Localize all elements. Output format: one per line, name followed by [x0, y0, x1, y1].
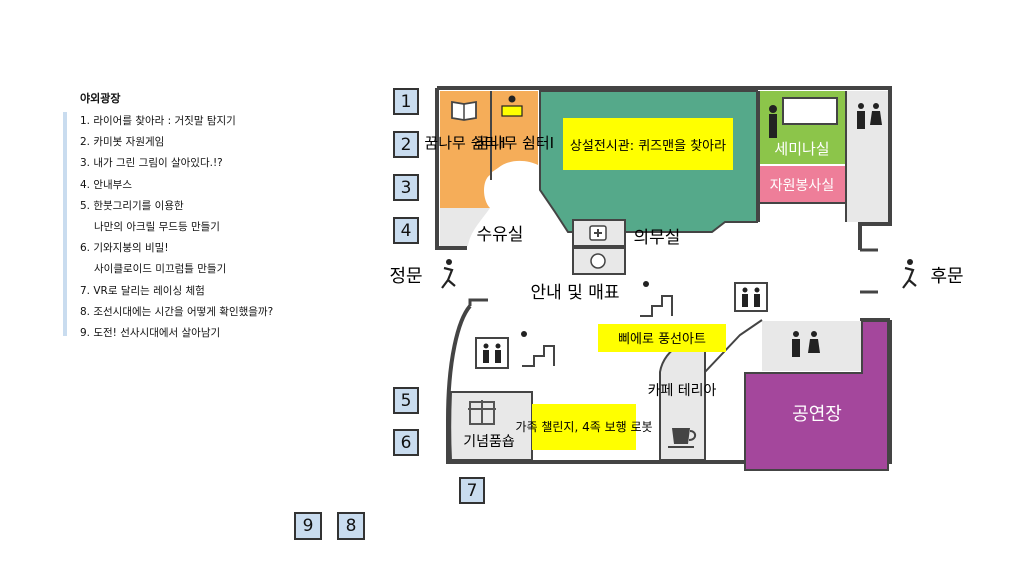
marker-1[interactable]: 1	[393, 88, 419, 115]
book-icon	[451, 100, 477, 121]
marker-3[interactable]: 3	[393, 174, 419, 201]
room-volunteer[interactable]	[760, 166, 845, 202]
legend-item: 4. 안내부스	[80, 178, 132, 191]
reading-person-icon	[501, 95, 523, 117]
label-exhibit: 상설전시관: 퀴즈맨을 찾아라	[570, 139, 726, 154]
presenter-icon	[769, 97, 838, 138]
marker-7[interactable]: 7	[459, 477, 485, 504]
stairs-icon	[640, 281, 673, 317]
label-giftshop: 기념품숍	[463, 434, 515, 450]
room-dream2[interactable]	[440, 91, 490, 208]
marker-6[interactable]: 6	[393, 429, 419, 456]
marker-4[interactable]: 4	[393, 217, 419, 244]
legend-bar	[63, 112, 67, 336]
elevator-icon	[475, 337, 509, 369]
legend-item: 6. 기와지붕의 비밀!	[80, 242, 169, 255]
coffee-cup-icon	[668, 428, 697, 448]
exit-runner-icon	[441, 259, 456, 289]
label-cafe: 카페 테리아	[648, 383, 717, 399]
upper-building	[435, 86, 892, 250]
legend-title: 야외광장	[80, 92, 121, 105]
restroom-icon	[792, 331, 820, 357]
medical-kit-icon	[572, 219, 626, 247]
room-theater[interactable]	[744, 320, 889, 471]
elevator-icon	[734, 282, 768, 312]
marker-9[interactable]: 9	[294, 512, 322, 540]
stairs-icon	[521, 331, 555, 367]
label-front-gate: 정문	[389, 266, 422, 287]
label-dream2: 꿈나무 쉼터Ⅱ	[424, 134, 505, 152]
marker-8[interactable]: 8	[337, 512, 365, 540]
legend-list: 1. 라이어를 찾아라 : 거짓말 탐지기 2. 카미봇 자원게임 3. 내가 …	[80, 111, 273, 344]
legend-item: 7. VR로 달리는 레이싱 체험	[80, 284, 205, 297]
legend-item: 2. 카미봇 자원게임	[80, 136, 165, 149]
label-dream1: 꿈나무 쉼터Ⅰ	[476, 134, 554, 152]
label-volunteer: 자원봉사실	[770, 178, 834, 194]
legend-item: 나만의 아크릴 무드등 만들기	[94, 221, 220, 234]
label-nursing: 수유실	[477, 225, 524, 245]
legend-item: 5. 한붓그리기를 이용한	[80, 199, 184, 212]
label-back-gate: 후문	[930, 266, 963, 287]
restroom-icon	[857, 103, 882, 129]
legend-item: 3. 내가 그린 그림이 살아있다.!?	[80, 157, 223, 170]
highlight-family	[532, 404, 636, 450]
legend-item: 9. 도전! 선사시대에서 살아남기	[80, 327, 221, 340]
label-seminar: 세미나실	[774, 140, 829, 158]
highlight-balloon	[598, 324, 726, 352]
legend-item: 1. 라이어를 찾아라 : 거짓말 탐지기	[80, 115, 236, 127]
legend-item: 사이클로이드 미끄럼틀 만들기	[94, 263, 227, 276]
room-restroom-upper[interactable]	[847, 91, 888, 222]
room-dream1[interactable]	[492, 91, 538, 172]
legend-item: 8. 조선시대에는 시간을 어떻게 확인했을까?	[80, 305, 274, 318]
label-theater: 공연장	[792, 404, 842, 425]
label-balloon: 삐에로 풍선아트	[618, 332, 706, 347]
label-info: 안내 및 매표	[530, 283, 619, 303]
label-medical: 의무실	[634, 228, 681, 248]
marker-2[interactable]: 2	[393, 131, 419, 158]
highlight-exhibit	[563, 118, 733, 170]
label-family: 가족 챌린지, 4족 보행 로봇	[515, 419, 652, 434]
exit-runner-icon	[902, 259, 917, 289]
marker-5[interactable]: 5	[393, 387, 419, 414]
room-nursing[interactable]	[440, 208, 490, 246]
